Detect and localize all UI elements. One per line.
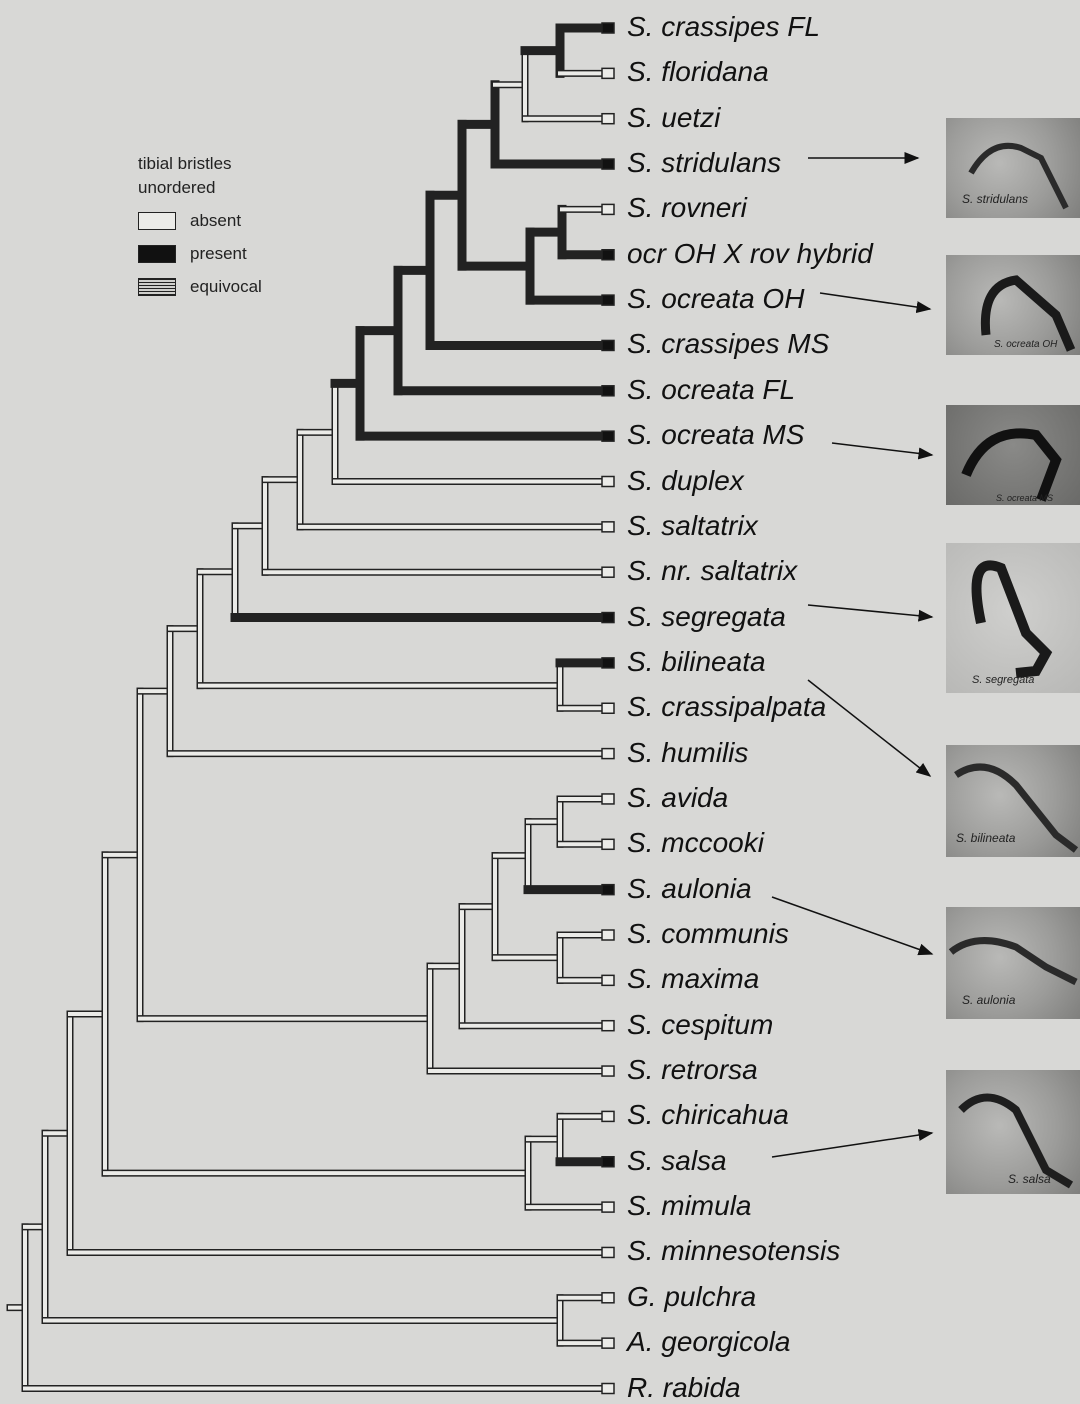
leg-photo-stridulans: S. stridulans	[946, 118, 1080, 218]
taxon-label: S. ocreata MS	[627, 419, 804, 451]
leg-photo-ocreata-oh: S. ocreata OH	[946, 255, 1080, 355]
tip-state-box	[602, 114, 614, 124]
legend-item-absent: absent	[138, 209, 262, 233]
legend: tibial bristles unordered absent present…	[138, 152, 262, 299]
leg-photo-segregata: S. segregata	[946, 543, 1080, 693]
taxon-label: S. humilis	[627, 737, 748, 769]
taxon-label: S. mimula	[627, 1190, 751, 1222]
tip-state-box	[602, 295, 614, 305]
taxon-label: A. georgicola	[627, 1326, 790, 1358]
taxon-label: ocr OH X rov hybrid	[627, 238, 873, 270]
taxon-label: S. ocreata OH	[627, 283, 804, 315]
legend-label-equivocal: equivocal	[190, 277, 262, 297]
equivocal-swatch	[138, 278, 176, 296]
tip-state-box	[602, 159, 614, 169]
taxon-label: S. communis	[627, 918, 789, 950]
taxon-label: S. maxima	[627, 963, 759, 995]
taxon-label: S. chiricahua	[627, 1099, 789, 1131]
tip-state-box	[602, 1247, 614, 1257]
tip-state-box	[602, 522, 614, 532]
tip-state-box	[602, 1021, 614, 1031]
tip-state-box	[602, 930, 614, 940]
pointer-arrow	[808, 680, 930, 776]
tip-state-box	[602, 1384, 614, 1394]
taxon-label: S. crassipalpata	[627, 691, 826, 723]
taxon-label: G. pulchra	[627, 1281, 756, 1313]
taxon-label: S. mccooki	[627, 827, 764, 859]
tip-state-box	[602, 794, 614, 804]
taxon-label: R. rabida	[627, 1372, 741, 1404]
tip-state-box	[602, 23, 614, 33]
taxon-label: S. salsa	[627, 1145, 727, 1177]
taxon-label: S. nr. saltatrix	[627, 555, 797, 587]
taxon-label: S. aulonia	[627, 873, 752, 905]
tip-state-box	[602, 703, 614, 713]
present-swatch	[138, 245, 176, 263]
taxon-label: S. rovneri	[627, 192, 747, 224]
pointer-arrow	[832, 443, 932, 455]
legend-title-line1: tibial bristles	[138, 152, 262, 176]
tip-state-box	[602, 658, 614, 668]
leg-photo-aulonia: S. aulonia	[946, 907, 1080, 1019]
tip-state-box	[602, 250, 614, 260]
pointer-arrow	[808, 605, 932, 617]
tip-state-box	[602, 839, 614, 849]
legend-label-present: present	[190, 244, 247, 264]
taxon-label: S. avida	[627, 782, 728, 814]
tip-state-box	[602, 68, 614, 78]
tip-state-box	[602, 1157, 614, 1167]
taxon-label: S. crassipes FL	[627, 11, 820, 43]
pointer-arrow	[772, 1133, 932, 1157]
leg-photo-bilineata: S. bilineata	[946, 745, 1080, 857]
taxon-label: S. minnesotensis	[627, 1235, 840, 1267]
tip-state-box	[602, 885, 614, 895]
taxon-label: S. crassipes MS	[627, 328, 829, 360]
tip-state-box	[602, 386, 614, 396]
legend-item-present: present	[138, 242, 262, 266]
tip-state-box	[602, 975, 614, 985]
taxon-label: S. segregata	[627, 601, 786, 633]
tip-state-box	[602, 749, 614, 759]
tip-state-box	[602, 1293, 614, 1303]
absent-swatch	[138, 212, 176, 230]
taxon-label: S. ocreata FL	[627, 374, 795, 406]
tip-state-box	[602, 1202, 614, 1212]
tip-state-box	[602, 567, 614, 577]
tip-state-box	[602, 613, 614, 623]
leg-photo-salsa: S. salsa	[946, 1070, 1080, 1194]
legend-title-line2: unordered	[138, 176, 262, 200]
taxon-label: S. duplex	[627, 465, 744, 497]
taxon-label: S. retrorsa	[627, 1054, 758, 1086]
taxon-label: S. floridana	[627, 56, 769, 88]
pointer-arrow	[820, 293, 930, 309]
taxon-label: S. stridulans	[627, 147, 781, 179]
legend-label-absent: absent	[190, 211, 241, 231]
taxon-label: S. bilineata	[627, 646, 766, 678]
tip-state-box	[602, 1338, 614, 1348]
leg-photo-ocreata-ms: S. ocreata MS	[946, 405, 1080, 505]
tip-state-box	[602, 431, 614, 441]
tip-state-box	[602, 477, 614, 487]
pointer-arrow	[772, 897, 932, 954]
tip-state-box	[602, 204, 614, 214]
tip-state-box	[602, 1066, 614, 1076]
taxon-label: S. uetzi	[627, 102, 720, 134]
tip-state-box	[602, 1111, 614, 1121]
taxon-label: S. cespitum	[627, 1009, 773, 1041]
taxon-label: S. saltatrix	[627, 510, 758, 542]
tip-state-box	[602, 340, 614, 350]
legend-item-equivocal: equivocal	[138, 275, 262, 299]
